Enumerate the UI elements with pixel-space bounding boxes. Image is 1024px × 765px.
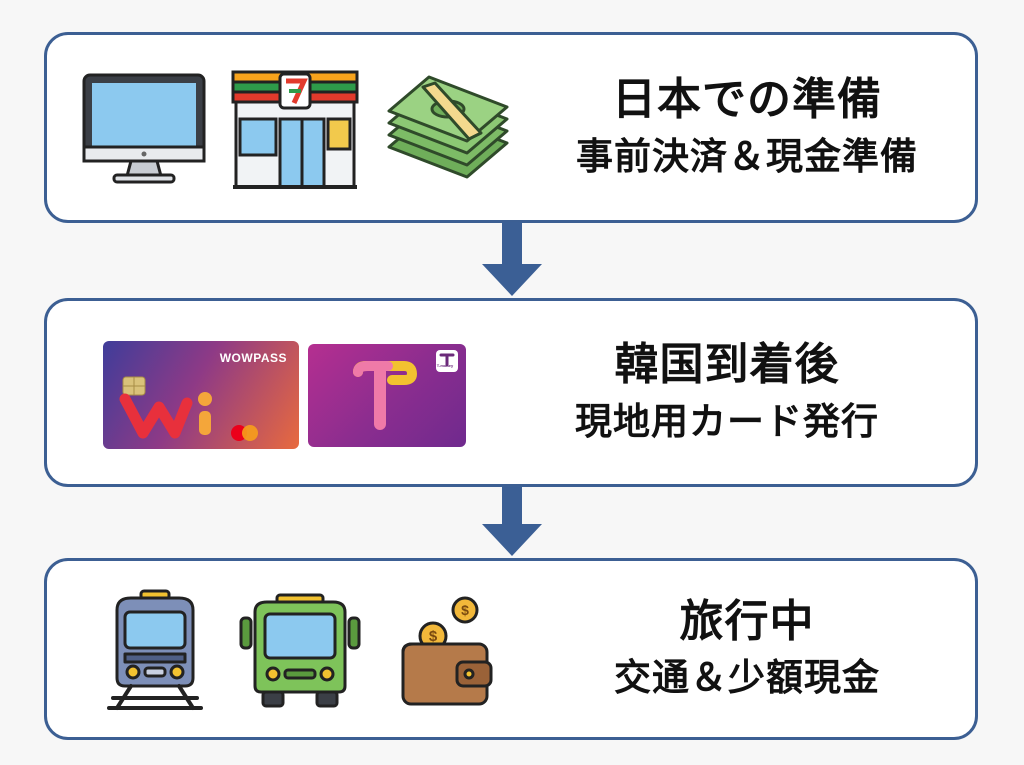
card-brand-label: WOWPASS bbox=[219, 351, 287, 365]
step-subtitle: 交通＆少額現金 bbox=[614, 656, 880, 700]
cash-bundle-icon bbox=[387, 75, 509, 179]
arrow-down-icon bbox=[482, 222, 542, 296]
step-subtitle: 事前決済＆現金準備 bbox=[576, 134, 918, 178]
flow-arrow-down bbox=[478, 486, 546, 558]
step-during-travel: $ $ 旅行中 交通＆少額現金 bbox=[44, 558, 978, 740]
wowpass-logo-icon bbox=[119, 376, 258, 441]
computer-monitor-icon bbox=[82, 73, 206, 184]
step-title: 日本での準備 bbox=[612, 74, 882, 126]
step-japan-preparation: 日本での準備 事前決済＆現金準備 bbox=[44, 32, 978, 223]
step-title: 韓国到着後 bbox=[614, 339, 840, 391]
bus-icon bbox=[239, 593, 361, 708]
step-korea-text: 韓国到着後 現地用カード発行 bbox=[517, 301, 937, 484]
flow-arrow-down bbox=[478, 222, 546, 298]
step-subtitle: 現地用カード発行 bbox=[575, 399, 879, 443]
tmoney-logo-icon bbox=[353, 350, 458, 430]
convenience-store-icon bbox=[231, 70, 359, 189]
train-icon bbox=[107, 589, 203, 710]
tmoney-card: T-money bbox=[308, 344, 466, 447]
step-title: 旅行中 bbox=[679, 595, 815, 647]
step-korea-arrival: WOWPASS T-money 韓国到着後 現地用カード発行 bbox=[44, 298, 978, 487]
card-brand-label: T-money bbox=[436, 363, 454, 368]
step-japan-text: 日本での準備 事前決済＆現金準備 bbox=[537, 35, 957, 220]
wowpass-card: WOWPASS bbox=[103, 341, 299, 449]
svg-text:$: $ bbox=[429, 628, 438, 645]
arrow-down-icon bbox=[482, 486, 542, 556]
step-travel-text: 旅行中 交通＆少額現金 bbox=[537, 561, 957, 737]
wallet-coins-icon: $ $ bbox=[401, 596, 493, 706]
svg-text:$: $ bbox=[461, 602, 469, 618]
